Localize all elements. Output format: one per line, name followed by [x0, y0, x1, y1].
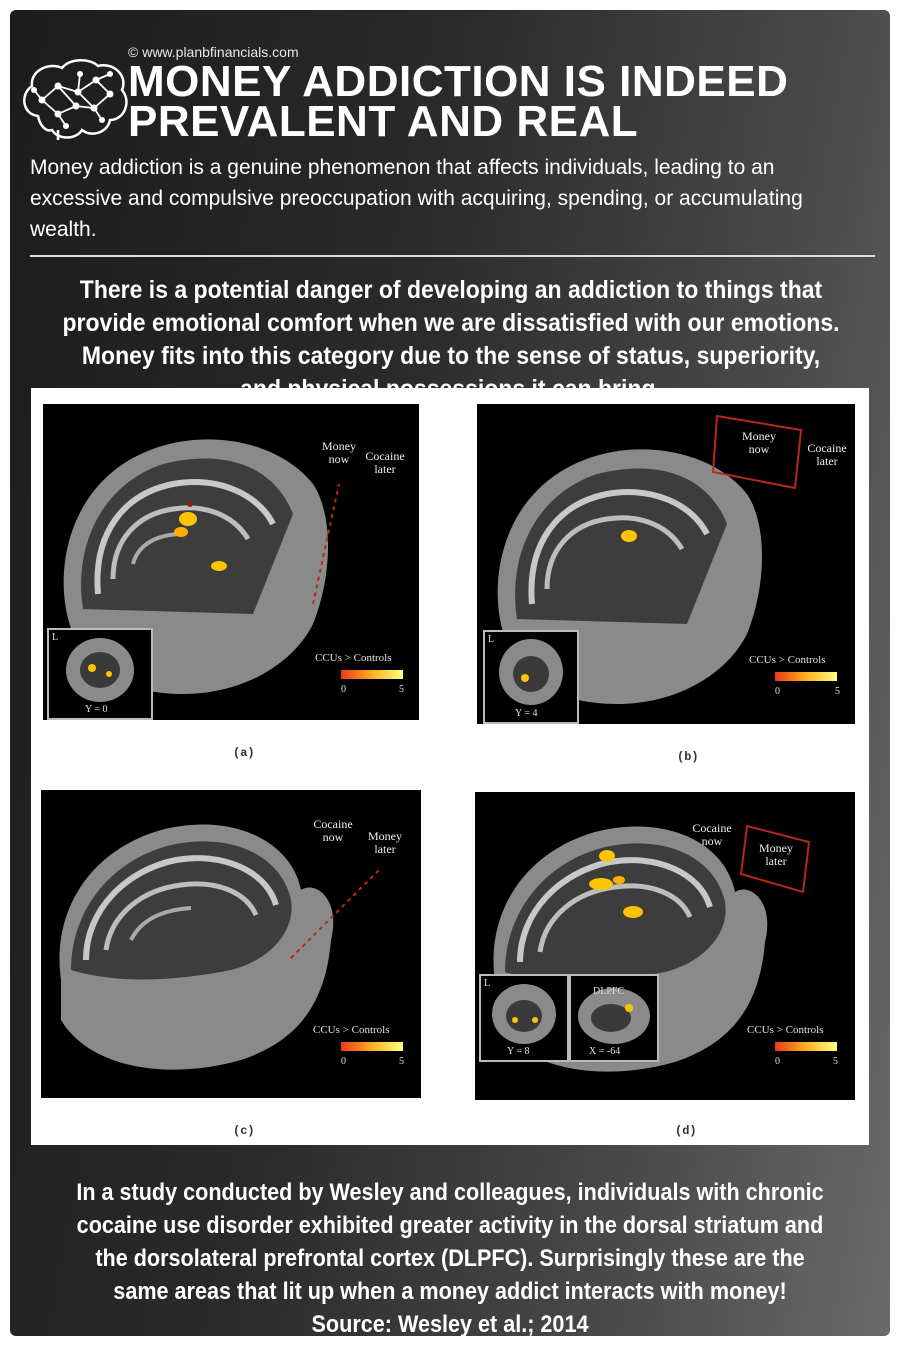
- panel-c: Cocaine now Money later CCUs > Controls …: [41, 790, 421, 1098]
- panel-c-caption: (c): [233, 1124, 255, 1138]
- panel-b: Money now Cocaine later L Y = 4 CCUs > C…: [477, 404, 855, 724]
- coronal-inset: L Y = 0: [47, 628, 153, 720]
- panel-d: Cocaine now Money later L Y = 8 DLPFC X …: [475, 792, 855, 1100]
- intro-paragraph: Money addiction is a genuine phenomenon …: [30, 156, 803, 241]
- scale-max: 5: [399, 1056, 404, 1067]
- study-summary: In a study conducted by Wesley and colle…: [76, 1179, 824, 1336]
- scale-max: 5: [835, 686, 840, 697]
- color-scale: [341, 1042, 403, 1051]
- brain-network-icon: [23, 59, 128, 140]
- comparison-label: CCUs > Controls: [747, 1024, 824, 1036]
- scale-min: 0: [775, 686, 780, 697]
- inset-coordinate: Y = 8: [507, 1046, 530, 1057]
- inset-region-label: DLPFC: [593, 986, 625, 997]
- condition-label-2: Money later: [759, 841, 793, 868]
- inset-coordinate: Y = 0: [85, 704, 108, 715]
- color-scale: [775, 1042, 837, 1051]
- inset-letter: L: [484, 978, 491, 989]
- coronal-inset: L Y = 8: [479, 974, 569, 1062]
- inset-coordinate: Y = 4: [515, 708, 538, 719]
- divider: [30, 255, 875, 257]
- condition-label-1: Money now: [742, 429, 776, 456]
- color-scale: [341, 670, 403, 679]
- condition-label-1: Money now: [322, 439, 356, 466]
- inset-letter: L: [488, 634, 495, 645]
- coronal-inset: L Y = 4: [483, 630, 579, 724]
- brain-scan-figure: Money now Cocaine later L Y = 0 CCUs > C…: [31, 388, 869, 1145]
- color-scale: [775, 672, 837, 681]
- condition-label-1: Cocaine now: [692, 821, 732, 848]
- sagittal-inset: DLPFC X = -64: [569, 974, 659, 1062]
- condition-label-2: Cocaine later: [365, 449, 405, 476]
- scale-min: 0: [341, 1056, 346, 1067]
- infographic-card: © www.planbfinancials.com MONEY ADDICTIO…: [10, 10, 890, 1336]
- scale-min: 0: [775, 1056, 780, 1067]
- scale-max: 5: [833, 1056, 838, 1067]
- panel-a-caption: (a): [233, 746, 255, 760]
- danger-paragraph: There is a potential danger of developin…: [62, 276, 840, 403]
- panel-a: Money now Cocaine later L Y = 0 CCUs > C…: [43, 404, 419, 720]
- panel-b-caption: (b): [677, 750, 699, 764]
- brain-scan-image: [63, 439, 340, 694]
- panel-d-caption: (d): [675, 1124, 697, 1138]
- inset-coordinate-2: X = -64: [589, 1046, 621, 1057]
- comparison-label: CCUs > Controls: [315, 652, 392, 664]
- condition-label-2: Cocaine later: [807, 441, 847, 468]
- page-title: MONEY ADDICTION IS INDEED PREVALENT AND …: [128, 57, 789, 146]
- scale-min: 0: [341, 684, 346, 695]
- inset-letter: L: [52, 632, 59, 643]
- condition-label-1: Cocaine now: [313, 817, 353, 844]
- scale-max: 5: [399, 684, 404, 695]
- brain-scan-image: [59, 824, 382, 1070]
- comparison-label: CCUs > Controls: [313, 1024, 390, 1036]
- condition-label-2: Money later: [368, 829, 402, 856]
- site-credit: © www.planbfinancials.com: [128, 44, 299, 60]
- comparison-label: CCUs > Controls: [749, 654, 826, 666]
